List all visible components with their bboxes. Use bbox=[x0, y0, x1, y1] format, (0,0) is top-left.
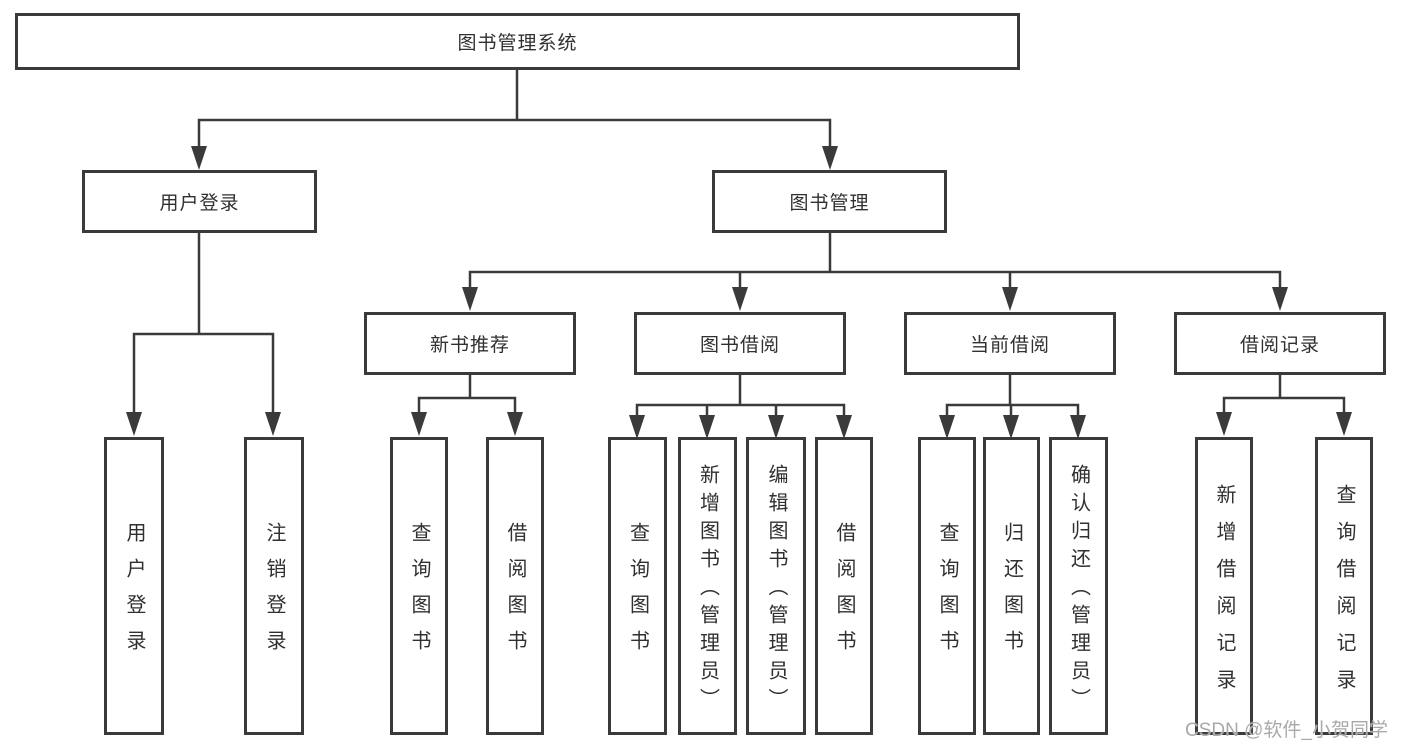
leaf-return-book-label: 归还图书 bbox=[1000, 522, 1023, 666]
node-new-book-recommend-label: 新书推荐 bbox=[429, 335, 510, 356]
leaf-query-books-current: 查询图书 bbox=[918, 437, 976, 735]
node-new-book-recommend: 新书推荐 bbox=[364, 312, 576, 375]
leaf-user-login: 用户登录 bbox=[104, 437, 164, 735]
leaf-logout: 注销登录 bbox=[244, 437, 304, 735]
node-borrowing-records-label: 借阅记录 bbox=[1239, 335, 1320, 356]
connector-user-login-to-leaves bbox=[132, 231, 275, 415]
node-borrowing-records: 借阅记录 bbox=[1174, 312, 1386, 375]
node-book-borrowing-label: 图书借阅 bbox=[699, 335, 780, 356]
leaf-query-books-current-label: 查询图书 bbox=[936, 522, 958, 666]
leaf-query-books-borrowing: 查询图书 bbox=[608, 437, 667, 735]
leaf-add-borrow-record-label: 新增借阅记录 bbox=[1213, 483, 1235, 706]
node-current-borrowing-label: 当前借阅 bbox=[969, 335, 1050, 356]
leaf-borrow-books-recommend-label: 借阅图书 bbox=[504, 522, 526, 666]
node-root-label: 图书管理系统 bbox=[457, 33, 578, 54]
connector-book-borrowing-to-leaves bbox=[635, 373, 846, 418]
leaf-logout-label: 注销登录 bbox=[263, 522, 285, 666]
leaf-borrow-books-recommend: 借阅图书 bbox=[486, 437, 544, 735]
leaf-return-book: 归还图书 bbox=[983, 437, 1040, 735]
node-user-login-label: 用户登录 bbox=[159, 193, 240, 214]
leaf-query-books-recommend-label: 查询图书 bbox=[408, 522, 430, 666]
connector-root-to-level2 bbox=[197, 68, 832, 149]
leaf-query-borrow-record: 查询借阅记录 bbox=[1315, 437, 1373, 735]
node-current-borrowing: 当前借阅 bbox=[904, 312, 1116, 375]
leaf-query-borrow-record-label: 查询借阅记录 bbox=[1333, 483, 1355, 706]
leaf-add-book-admin: 新增图书（管理员） bbox=[678, 437, 737, 735]
connector-new-book-to-leaves bbox=[417, 373, 517, 415]
node-book-borrowing: 图书借阅 bbox=[634, 312, 846, 375]
leaf-confirm-return-admin-label: 确认归还（管理员） bbox=[1067, 464, 1090, 716]
csdn-watermark: CSDN @软件_小贺同学 bbox=[1185, 720, 1388, 741]
leaf-query-books-borrowing-label: 查询图书 bbox=[626, 522, 649, 666]
leaf-edit-book-admin: 编辑图书（管理员） bbox=[746, 437, 806, 735]
leaf-query-books-recommend: 查询图书 bbox=[390, 437, 448, 735]
leaf-add-book-admin-label: 新增图书（管理员） bbox=[696, 464, 719, 716]
leaf-borrow-books-borrowing-label: 借阅图书 bbox=[833, 522, 855, 666]
arrowheads bbox=[126, 146, 1352, 439]
leaf-confirm-return-admin: 确认归还（管理员） bbox=[1049, 437, 1108, 735]
leaf-add-borrow-record: 新增借阅记录 bbox=[1195, 437, 1253, 735]
node-root: 图书管理系统 bbox=[15, 13, 1020, 70]
leaf-user-login-label: 用户登录 bbox=[123, 522, 145, 666]
connector-book-management-to-level3 bbox=[468, 231, 1282, 290]
leaf-borrow-books-borrowing: 借阅图书 bbox=[815, 437, 873, 735]
leaf-edit-book-admin-label: 编辑图书（管理员） bbox=[765, 464, 787, 716]
node-user-login: 用户登录 bbox=[82, 170, 317, 233]
node-book-management-label: 图书管理 bbox=[789, 193, 870, 214]
connector-borrowing-records-to-leaves bbox=[1222, 373, 1346, 415]
node-book-management: 图书管理 bbox=[712, 170, 947, 233]
connector-current-borrowing-to-leaves bbox=[945, 373, 1080, 418]
